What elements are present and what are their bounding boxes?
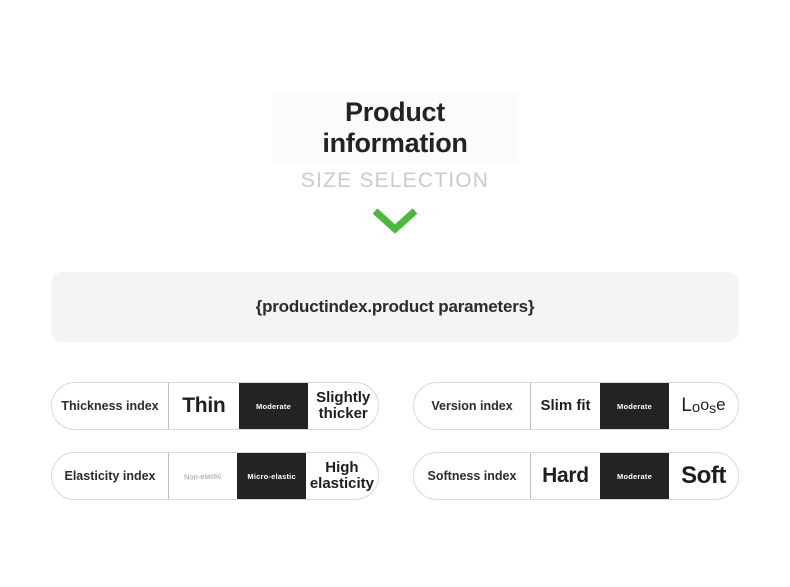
option-version-moderate[interactable]: Moderate	[600, 383, 669, 429]
page-title: Product information	[245, 97, 545, 159]
page-title-line-1: Product	[345, 97, 445, 127]
title-background-plate	[272, 92, 517, 164]
option-elasticity-non-elastic[interactable]: Non-elastic	[169, 453, 237, 499]
option-thickness-thin[interactable]: Thin	[169, 383, 239, 429]
option-softness-moderate[interactable]: Moderate	[600, 453, 669, 499]
option-label: Slightly thicker	[316, 389, 371, 422]
option-label: High elasticity	[309, 459, 375, 492]
option-thickness-moderate[interactable]: Moderate	[238, 383, 309, 429]
index-pill-softness: Softness index Hard Moderate Soft	[413, 452, 739, 500]
option-elasticity-high-elasticity[interactable]: High elasticity	[306, 453, 378, 499]
option-thickness-slightly-thicker[interactable]: Slightly thicker	[308, 383, 378, 429]
index-pill-elasticity: Elasticity index Non-elastic Micro-elast…	[51, 452, 379, 500]
page-subtitle: SIZE SELECTION	[300, 169, 490, 192]
option-label: Hard	[542, 464, 589, 487]
option-softness-hard[interactable]: Hard	[531, 453, 600, 499]
option-softness-soft[interactable]: Soft	[669, 453, 738, 499]
option-label: Loose	[681, 395, 726, 416]
chevron-down-icon	[370, 205, 420, 235]
option-version-slim-fit[interactable]: Slim fit	[531, 383, 600, 429]
product-parameters-banner-text: {productindex.product parameters}	[255, 297, 535, 316]
option-label: Moderate	[617, 471, 652, 481]
index-pill-version: Version index Slim fit Moderate Loose	[413, 382, 739, 430]
option-elasticity-micro-elastic[interactable]: Micro-elastic	[237, 453, 306, 499]
index-label-version: Version index	[414, 383, 531, 429]
option-label: Soft	[681, 462, 726, 489]
index-label-elasticity: Elasticity index	[52, 453, 169, 499]
option-label: Moderate	[256, 401, 291, 411]
option-label: Moderate	[617, 401, 652, 411]
index-label-softness: Softness index	[414, 453, 531, 499]
option-label: Thin	[182, 394, 226, 417]
page-title-line-2: information	[322, 128, 468, 158]
product-parameters-banner: {productindex.product parameters}	[51, 272, 739, 342]
index-pill-thickness: Thickness index Thin Moderate Slightly t…	[51, 382, 379, 430]
option-label: Non-elastic	[184, 470, 223, 482]
option-version-loose[interactable]: Loose	[669, 383, 738, 429]
index-label-thickness: Thickness index	[52, 383, 169, 429]
option-label: Slim fit	[540, 397, 591, 414]
option-label: Micro-elastic	[247, 471, 296, 481]
